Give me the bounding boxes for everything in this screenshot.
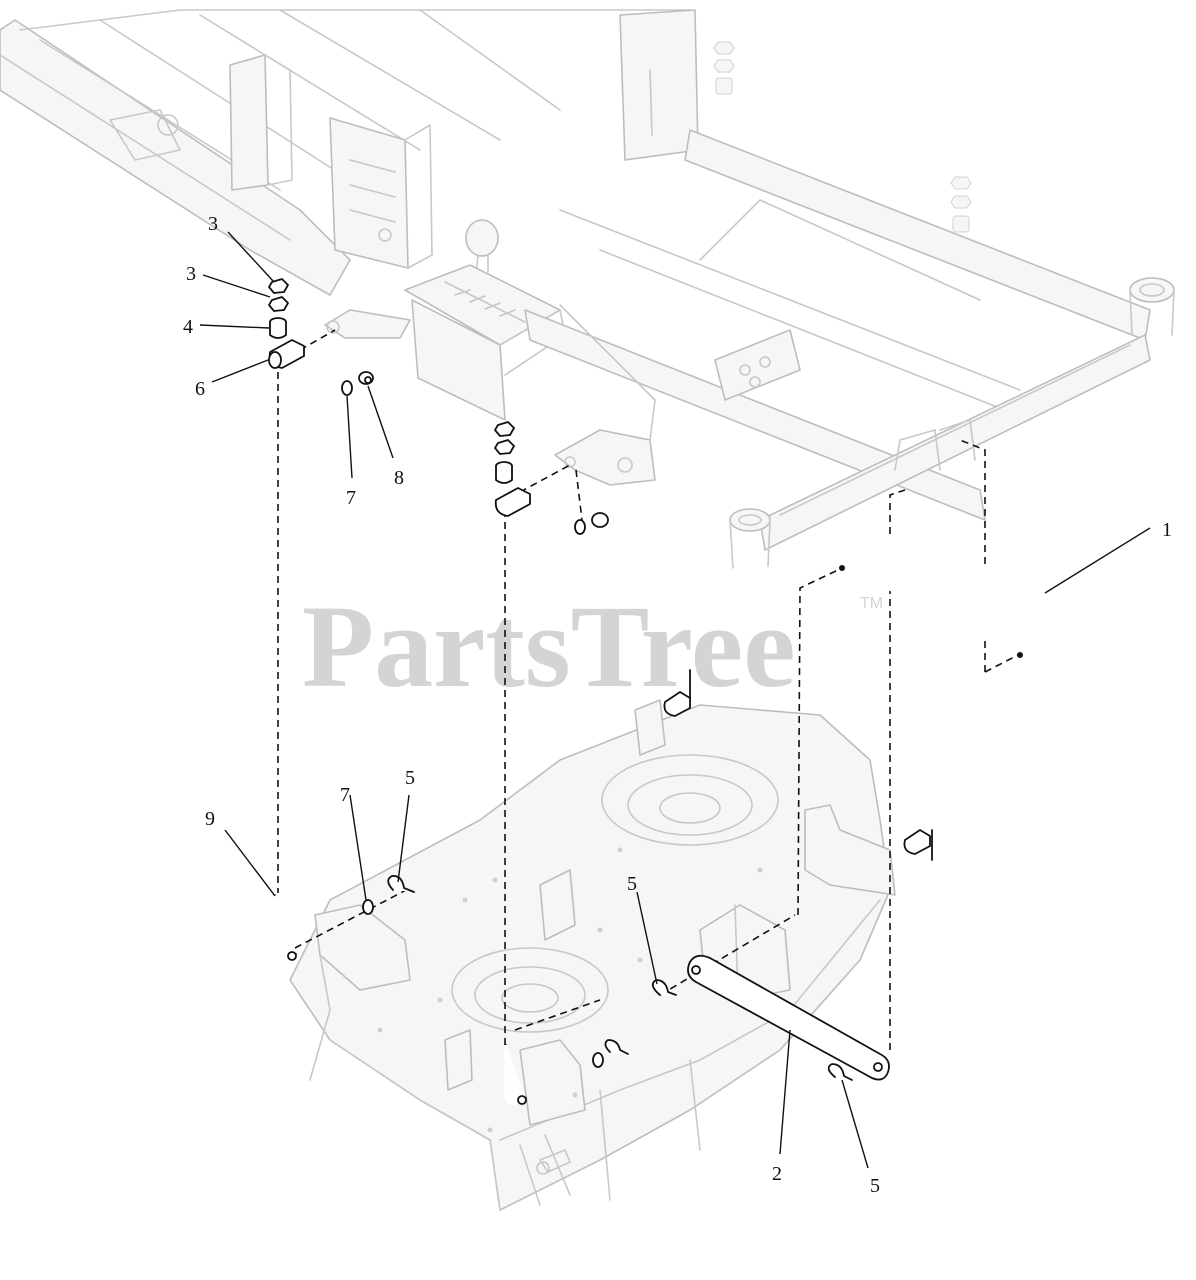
lock-nut-part-3b[interactable]	[268, 296, 289, 312]
spacer-part-4[interactable]	[269, 317, 287, 339]
callout-6: 6	[195, 378, 205, 400]
hitch-pin-part-8[interactable]	[358, 371, 374, 385]
pivot-pin-part-6[interactable]	[268, 339, 305, 369]
callout-5-center: 5	[627, 873, 637, 895]
callout-5-left: 5	[405, 767, 415, 789]
callout-3-lower: 3	[186, 263, 196, 285]
callout-2: 2	[772, 1163, 782, 1185]
support-bar-part-2[interactable]	[687, 954, 890, 1081]
hairpin-clip-part-5c[interactable]	[827, 1063, 853, 1081]
mower-deck	[289, 699, 896, 1211]
deck-gauge-pins	[663, 669, 933, 861]
center-l-pin	[504, 1044, 527, 1105]
l-pin-part-9[interactable]	[273, 894, 297, 961]
watermark-trademark: TM	[860, 595, 883, 612]
watermark-text: PartsTree	[302, 581, 796, 712]
callout-7-lower: 7	[340, 784, 350, 806]
callout-leaders	[199, 231, 1151, 1169]
callout-1: 1	[1162, 519, 1172, 541]
washer-part-7a[interactable]	[341, 380, 353, 396]
callout-4: 4	[183, 316, 193, 338]
callout-5-right: 5	[870, 1175, 880, 1197]
center-deck-clips	[592, 1039, 629, 1068]
callout-9: 9	[205, 808, 215, 830]
callout-labels: 1 2 3 3 4 5 5 5 6 7 7 8 9	[183, 213, 1172, 1197]
callout-7-upper: 7	[346, 487, 356, 509]
tractor-frame	[0, 9, 1175, 569]
watermark: PartsTree TM	[302, 581, 883, 712]
callout-3-upper: 3	[208, 213, 218, 235]
callout-8: 8	[394, 467, 404, 489]
center-hardware-stack	[494, 421, 609, 535]
washer-part-7b[interactable]	[362, 899, 374, 915]
lock-nut-part-3a[interactable]	[268, 278, 289, 294]
hairpin-clip-part-5a[interactable]	[387, 875, 415, 893]
lift-rod-part-1[interactable]	[839, 532, 1080, 658]
